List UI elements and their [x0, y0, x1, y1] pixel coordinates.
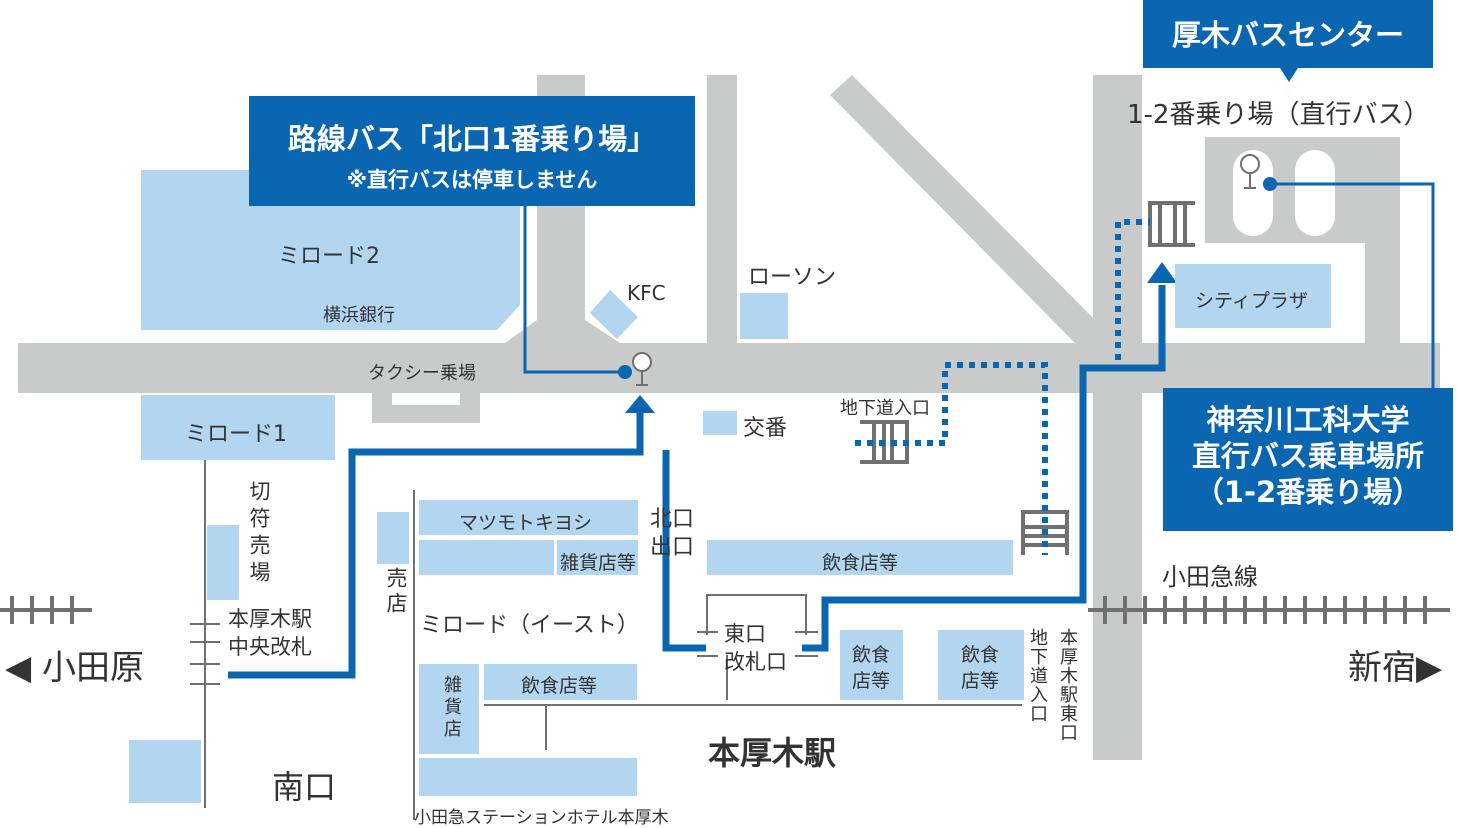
kait-callout: 神奈川工科大学 直行バス乗車場所 （1-2番乗り場） [1163, 388, 1453, 531]
kfc-label: KFC [627, 281, 666, 305]
odakyu-rail [0, 596, 1450, 624]
routes [228, 182, 1435, 679]
route-bus-callout: 路線バス「北口1番乗り場」 ※直行バスは停車しません [249, 96, 695, 206]
misc-shops2-label: 雑貨店 [441, 675, 462, 741]
north-exit-label: 北口 出口 [650, 507, 695, 560]
odawara-label: ◀ 小田原 [5, 648, 144, 688]
kait-line1: 神奈川工科大学 [1206, 403, 1410, 437]
hotel-label: 小田急ステーションホテル本厚木 [414, 808, 669, 828]
station-lines [190, 460, 1022, 820]
station-label: 本厚木駅 [708, 734, 837, 772]
kait-line3: （1-2番乗り場） [1194, 475, 1422, 509]
restaurants1-label: 飲食店等 [822, 552, 899, 574]
restaurants3-label: 飲食 店等 [961, 644, 1000, 692]
underpass-entrance-label: 地下道入口 [840, 398, 930, 419]
koban-label: 交番 [743, 416, 788, 441]
shinjuku-label: 新宿▶ [1348, 648, 1443, 688]
lawson-label: ローソン [748, 265, 837, 290]
odakyu-line-label: 小田急線 [1162, 563, 1258, 591]
kiosk-label: 売店 [384, 567, 408, 617]
city-plaza-label: シティプラザ [1195, 290, 1308, 312]
matsumoto-label: マツモトキヨシ [459, 512, 593, 534]
restaurants4-label: 飲食店等 [521, 675, 598, 697]
mirodo1-label: ミロード1 [185, 422, 287, 447]
taxi-label: タクシー乗場 [368, 363, 476, 384]
east-gate-label: 東口 改札口 [724, 622, 787, 674]
restaurants2-label: 飲食 店等 [852, 644, 891, 692]
bus-stop-icons [632, 154, 1260, 386]
mirodo2-label: ミロード2 [278, 244, 380, 269]
east-exit-vertical-label: 本厚木駅東口 [1057, 628, 1078, 742]
bus-center-callout: 厚木バスセンター [1143, 0, 1433, 68]
platform-label: 1-2番乗り場（直行バス） [1127, 100, 1430, 130]
central-gate-label: 本厚木駅 中央改札 [228, 607, 312, 659]
misc-shops1-label: 雑貨店等 [560, 552, 637, 574]
mirodo-east-label: ミロード（イースト） [420, 613, 639, 638]
ticket-office-label: 切符売場 [247, 480, 271, 588]
route-bus-note: ※直行バスは停車しません [346, 168, 598, 192]
route-bus-title: 路線バス「北口1番乗り場」 [287, 122, 657, 156]
south-exit-label: 南口 [272, 768, 337, 806]
yokohama-bank-label: 横浜銀行 [323, 305, 395, 326]
underpass-entrance-vertical-label: 地下道入口 [1027, 628, 1048, 723]
buildings [141, 170, 638, 339]
kait-line2: 直行バス乗車場所 [1191, 439, 1424, 473]
